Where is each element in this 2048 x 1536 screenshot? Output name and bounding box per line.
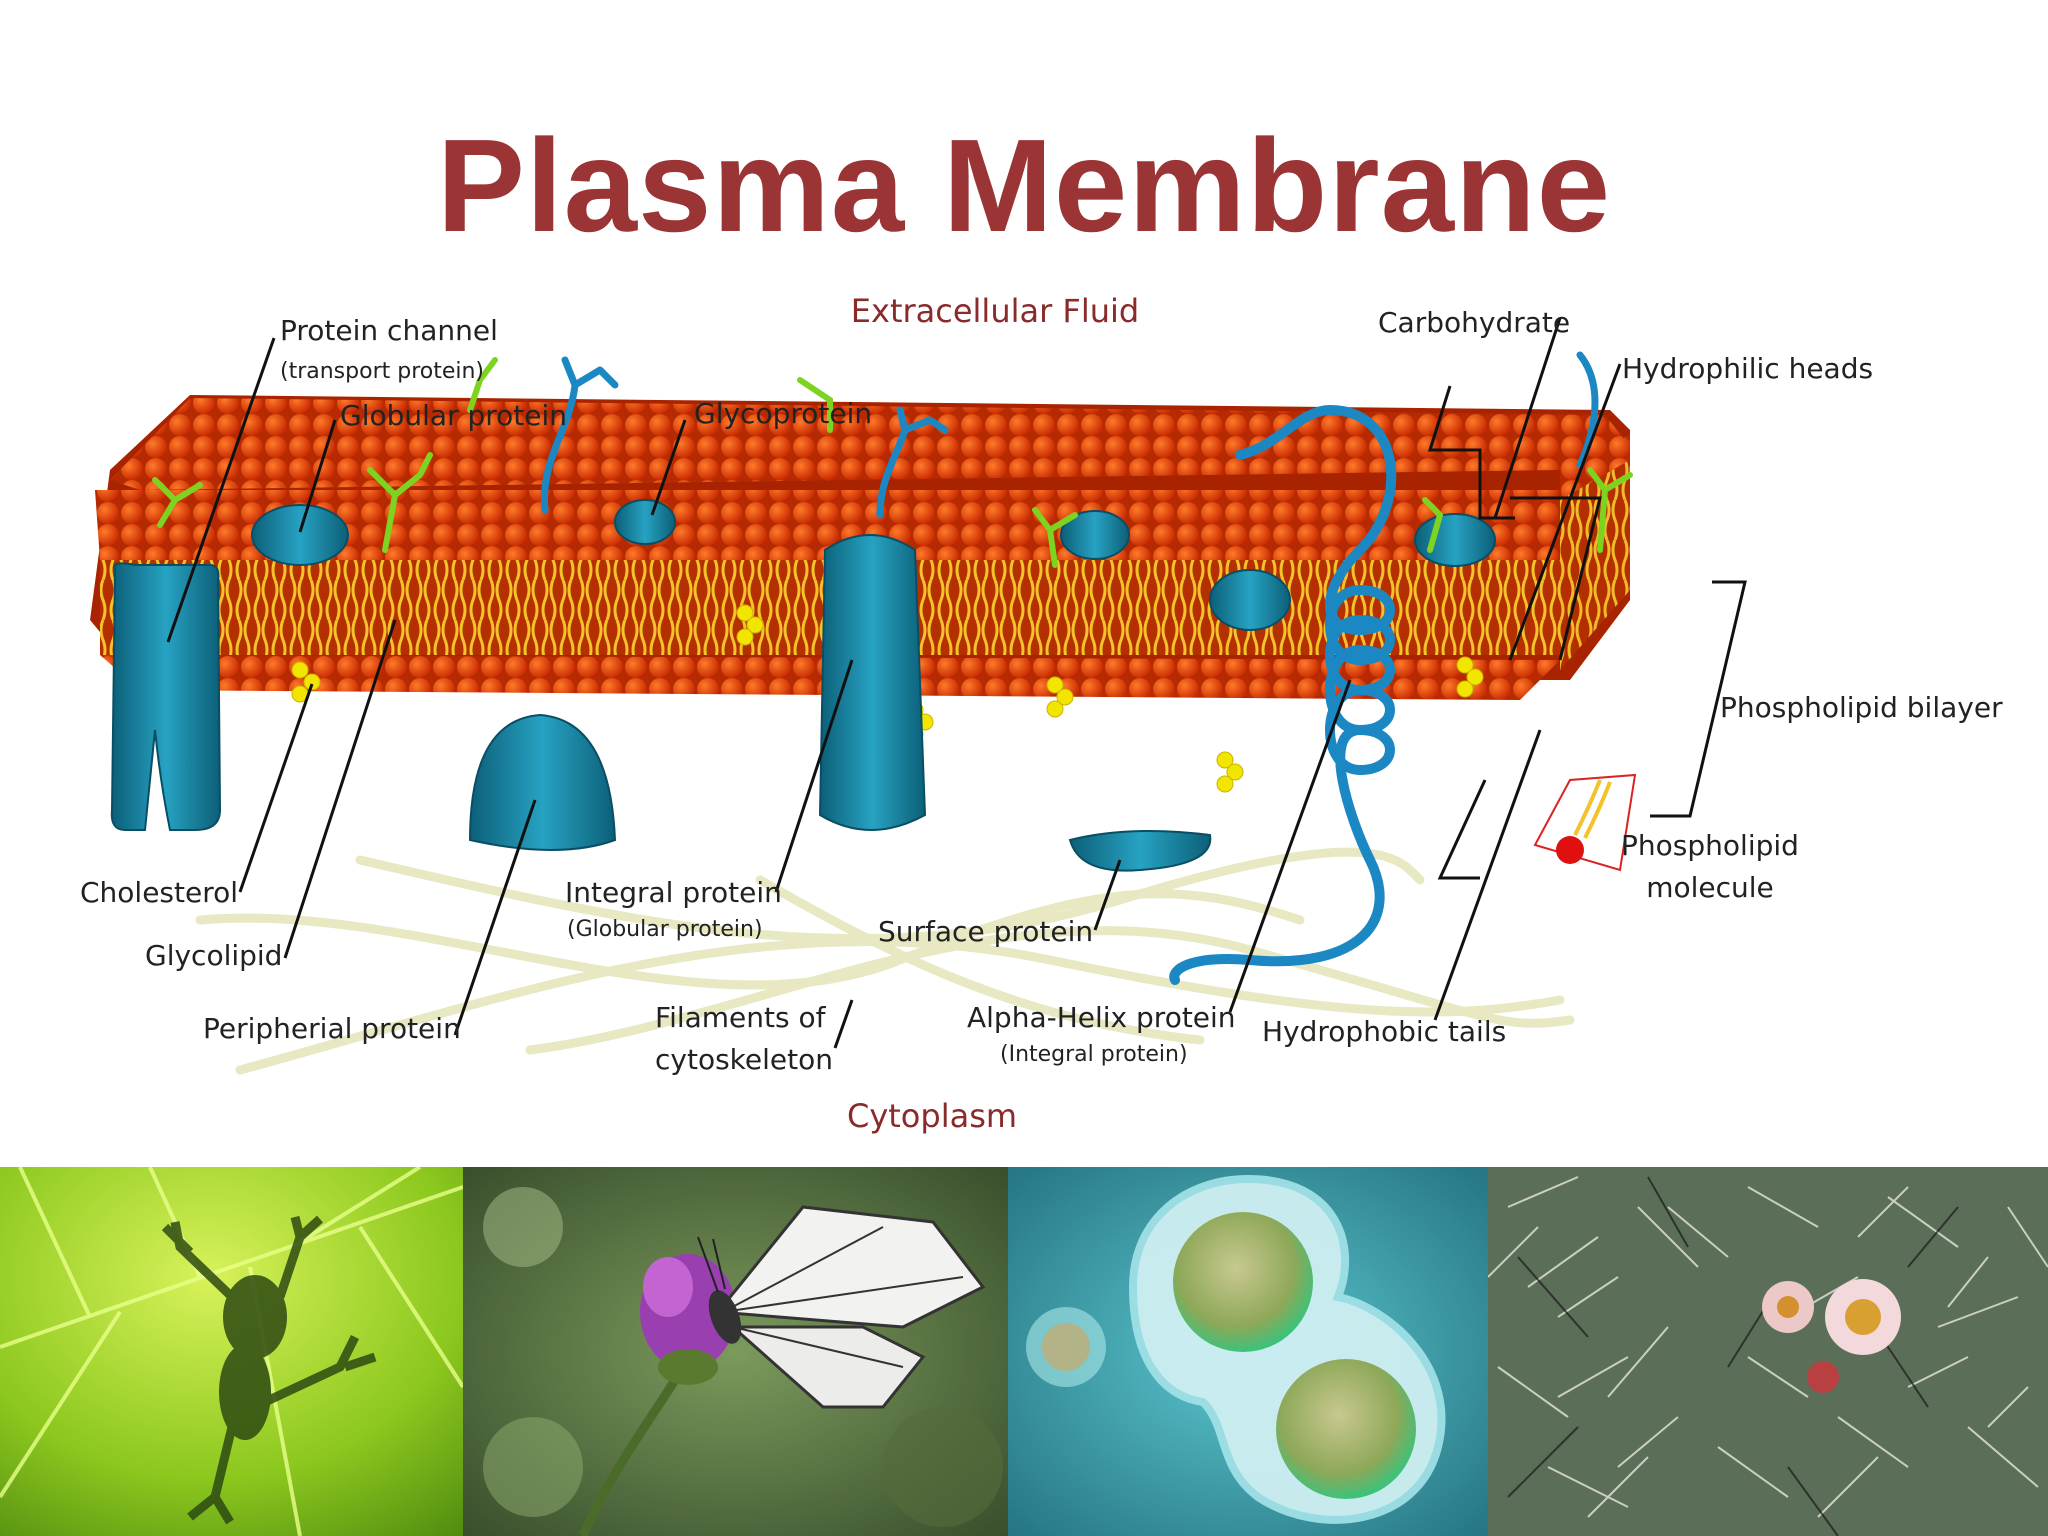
- label-cholesterol: Cholesterol: [80, 876, 238, 909]
- label-integral-protein-sub: (Globular protein): [567, 917, 763, 942]
- label-filaments-line1: Filaments of: [655, 1001, 827, 1034]
- label-alpha-helix-sub: (Integral protein): [1000, 1042, 1188, 1067]
- label-phospholipid-bilayer: Phospholipid bilayer: [1720, 691, 2003, 724]
- photo-frog-on-leaf: [0, 1167, 463, 1536]
- photo-strip: [0, 1167, 2048, 1536]
- label-protein-channel-sub: (transport protein): [280, 359, 484, 384]
- label-hydrophilic-heads: Hydrophilic heads: [1622, 352, 1873, 385]
- surface-protein-shape: [1068, 830, 1212, 872]
- label-alpha-helix-protein: Alpha-Helix protein: [967, 1001, 1236, 1034]
- label-hydrophobic-tails: Hydrophobic tails: [1262, 1015, 1506, 1048]
- label-carbohydrate: Carbohydrate: [1378, 306, 1570, 339]
- label-protein-channel: Protein channel: [280, 314, 498, 347]
- phospholipid-molecule-highlight: [1533, 773, 1637, 872]
- plasma-membrane-diagram: Extracellular Fluid Cytoplasm Protein ch…: [80, 292, 2003, 1135]
- membrane-proteins: [110, 499, 1496, 872]
- label-glycoprotein: Glycoprotein: [694, 397, 872, 430]
- integral-protein-shape: [818, 534, 927, 831]
- photo-flowering-cactus: [1488, 1167, 2048, 1536]
- protein-channel-shape: [110, 562, 222, 831]
- pointer-lines: [166, 317, 1747, 1049]
- page-title: Plasma Membrane: [436, 112, 1612, 259]
- label-globular-protein: Globular protein: [340, 399, 567, 432]
- label-peripheral-protein: Peripherial protein: [203, 1012, 461, 1045]
- photo-butterfly-on-flower: [463, 1167, 1008, 1536]
- label-integral-protein: Integral protein: [565, 876, 782, 909]
- cytoplasm-label: Cytoplasm: [847, 1097, 1017, 1135]
- label-phospholipid-molecule-line1: Phospholipid: [1621, 829, 1799, 862]
- globular-protein-shape: [251, 504, 349, 566]
- alpha-helix-protein-shape: [1169, 404, 1397, 985]
- carbohydrate-chains: [540, 351, 1599, 519]
- cytoskeleton-filaments: [195, 847, 1575, 1075]
- label-surface-protein: Surface protein: [878, 915, 1093, 948]
- photo-dividing-cell: [1008, 1167, 1488, 1536]
- extracellular-fluid-label: Extracellular Fluid: [851, 292, 1139, 330]
- label-filaments-line2: cytoskeleton: [655, 1043, 833, 1076]
- glycolipid-branches: [152, 357, 1633, 568]
- label-glycolipid: Glycolipid: [145, 939, 282, 972]
- label-phospholipid-molecule-line2: molecule: [1646, 871, 1774, 904]
- peripheral-protein-shape: [468, 713, 617, 851]
